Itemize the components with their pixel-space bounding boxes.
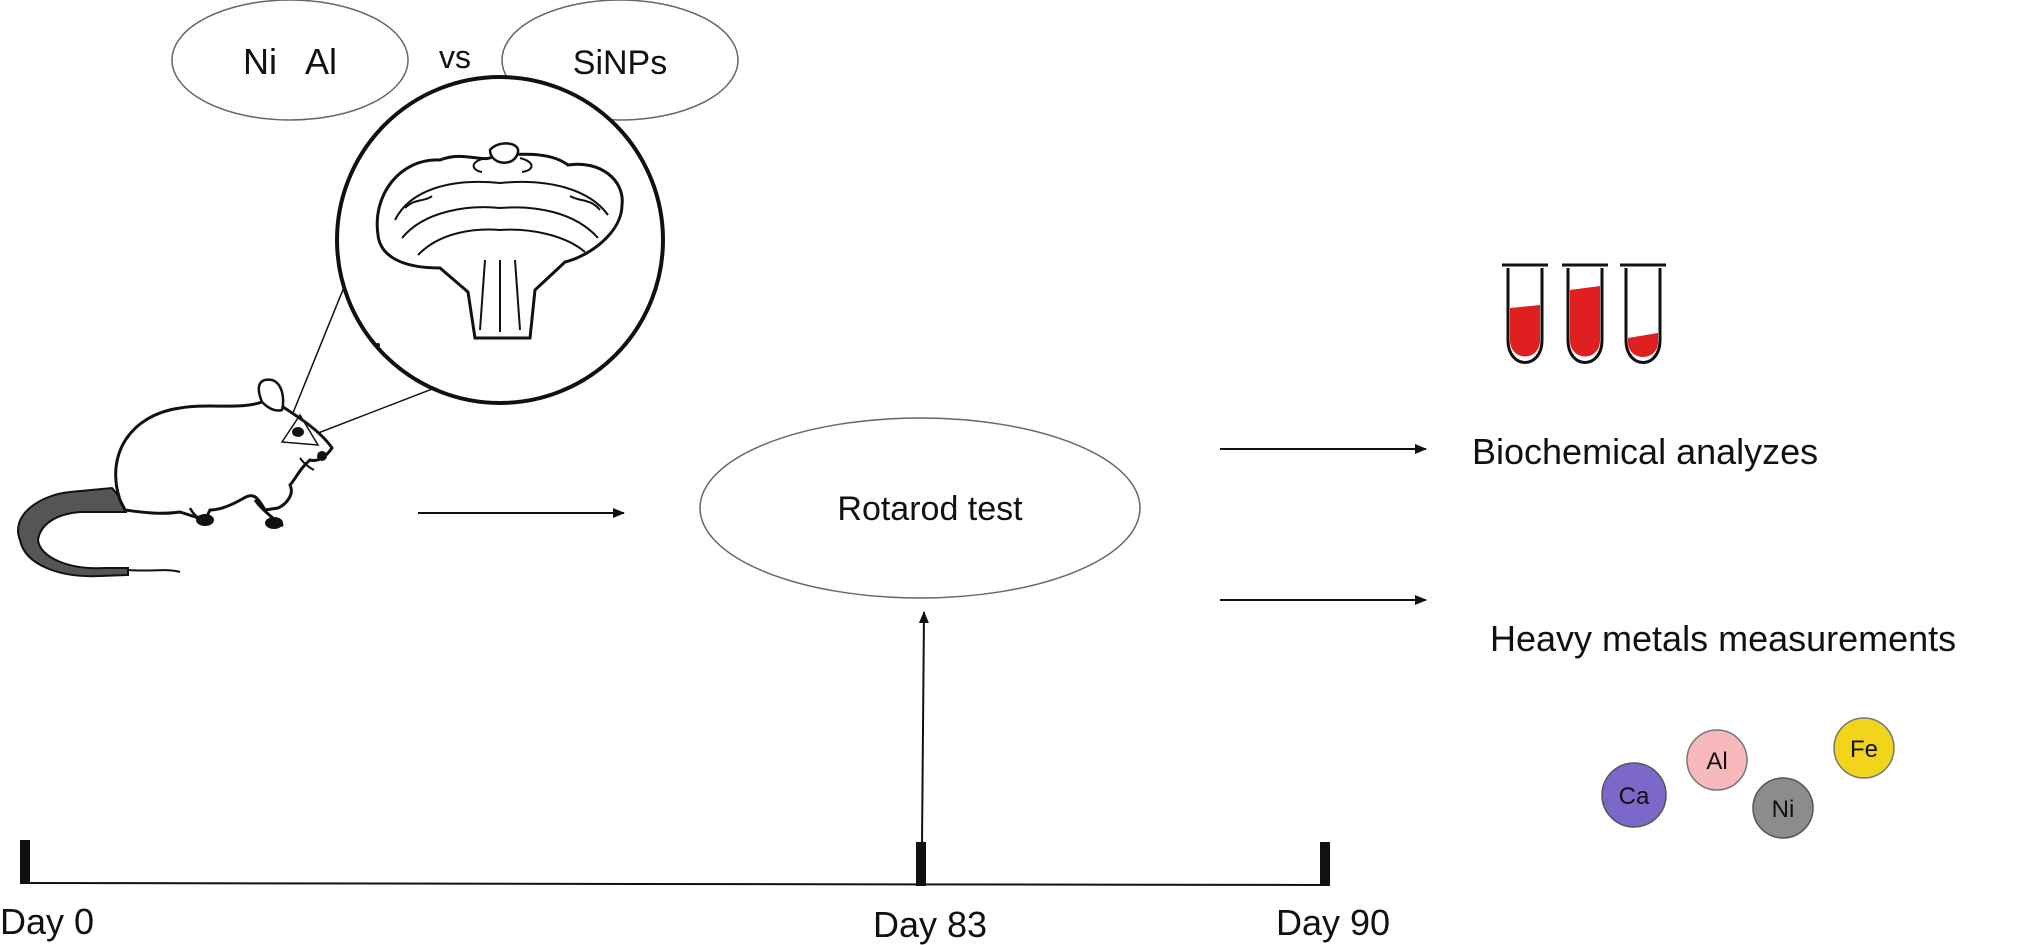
metals-label: Heavy metals measurements — [1490, 618, 1956, 659]
small-dot — [376, 343, 380, 347]
metal-aluminium-label: Al — [1706, 748, 1727, 775]
arrow-day83-to-rotarod — [918, 611, 929, 846]
group-a-label: Ni Al — [243, 41, 337, 82]
timeline-day83-label: Day 83 — [873, 904, 987, 945]
metal-iron-label: Fe — [1850, 736, 1878, 763]
biochemical-label: Biochemical analyzes — [1472, 431, 1818, 472]
timeline: Day 0 Day 83 Day 90 — [0, 840, 1390, 945]
timeline-day90-label: Day 90 — [1276, 902, 1390, 943]
metal-calcium: Ca — [1601, 762, 1667, 828]
rotarod-node: Rotarod test — [699, 417, 1141, 599]
cerebellum-icon — [335, 75, 665, 405]
rat-icon — [17, 378, 334, 578]
metal-nickel-label: Ni — [1772, 796, 1795, 823]
group-b-label: SiNPs — [573, 44, 667, 82]
group-a-node: Ni Al — [171, 0, 409, 121]
timeline-axis — [19, 882, 1329, 886]
metal-nickel: Ni — [1752, 777, 1814, 839]
group-b-node: SiNPs — [501, 0, 739, 121]
metal-iron: Fe — [1833, 717, 1895, 779]
group-b-ellipse — [501, 0, 739, 121]
group-a-ellipse — [171, 0, 409, 121]
rotarod-label: Rotarod test — [837, 490, 1023, 528]
metal-aluminium: Al — [1686, 729, 1748, 791]
comparator-label: vs — [439, 39, 471, 75]
metal-calcium-label: Ca — [1619, 783, 1650, 810]
rotarod-ellipse — [699, 417, 1141, 599]
timeline-day0-label: Day 0 — [0, 901, 94, 942]
timeline-tick-day83 — [916, 842, 926, 886]
blood-sample-tubes-icon — [1502, 263, 1666, 364]
timeline-tick-day90 — [1320, 842, 1330, 886]
timeline-tick-day0 — [20, 840, 30, 884]
